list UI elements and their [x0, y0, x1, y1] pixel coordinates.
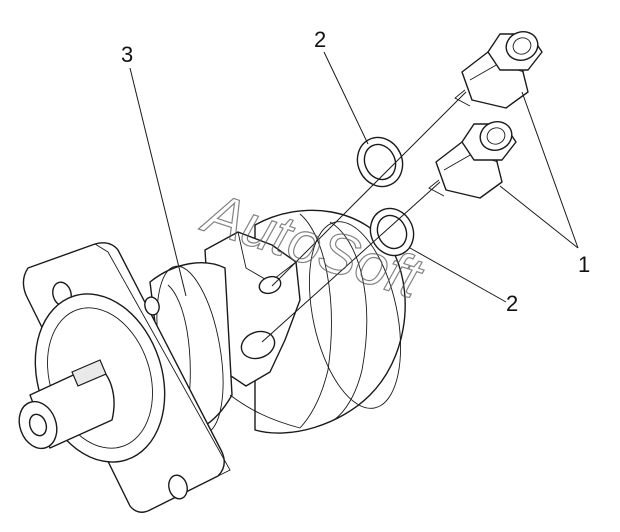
callout-fitting: 1: [578, 252, 590, 277]
fitting-upper: [454, 31, 543, 109]
callout-motor: 3: [121, 42, 133, 67]
callout-seal-ring-lower: 2: [506, 291, 518, 316]
callout-seal-ring-upper: 2: [314, 27, 326, 52]
assembly-axis-lines: [261, 91, 467, 343]
leader-lines: [129, 51, 579, 303]
motor-body: [18, 209, 406, 513]
seal-ring-upper: [356, 136, 404, 188]
seal-ring-lower: [369, 207, 415, 257]
fitting-lower: [428, 121, 517, 199]
